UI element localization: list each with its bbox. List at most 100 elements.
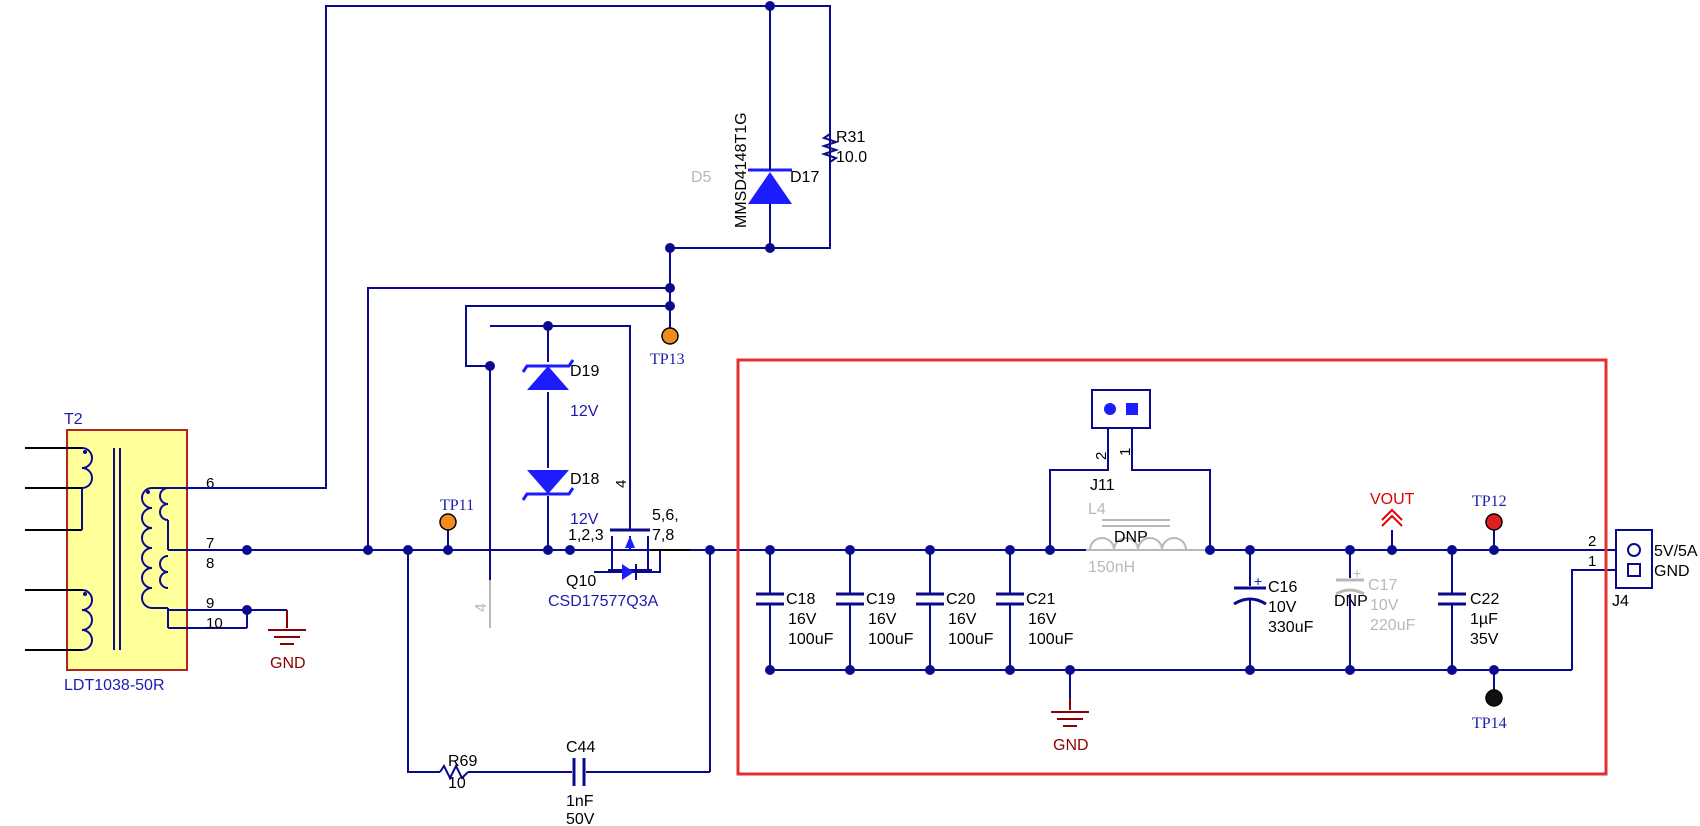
gnd-symbol-left: GND [268,610,306,672]
c17-note: DNP [1334,593,1368,610]
j4-pin-1: 1 [1588,553,1596,570]
dnp-wires: 4 [473,549,1210,628]
q10-ref: Q10 [566,573,596,590]
jumper-j11: 2 1 J11 [1090,389,1151,494]
d18-voltage: 12V [570,511,599,528]
c22-value: 1µF [1470,611,1498,628]
t2-pin-8: 8 [206,555,214,572]
t2-pin-9: 9 [206,595,214,612]
c20-voltage: 16V [948,611,977,628]
q10-source-pins: 1,2,3 [568,527,604,544]
c18-value: 100uF [788,631,834,648]
net-vout: VOUT [1370,491,1415,550]
cap-c21: C21 16V 100uF [996,550,1074,670]
d17-ref: D17 [790,169,819,186]
cap-c19: C19 16V 100uF [836,550,914,670]
tp12-label: TP12 [1472,493,1507,510]
c21-ref: C21 [1026,591,1055,608]
t2-ref: T2 [64,411,83,428]
diode-d17: D17 D5 MMSD4148T1G [691,112,819,248]
testpoint-tp12: TP12 [1472,493,1507,550]
junctions [242,1,1499,675]
j11-pin-1: 1 [1117,448,1134,456]
c19-ref: C19 [866,591,895,608]
c44-voltage: 50V [566,811,595,826]
c22-voltage: 35V [1470,631,1499,648]
j4-label-top: 5V/5A [1654,543,1698,560]
c21-voltage: 16V [1028,611,1057,628]
q10-gate-pin: 4 [613,480,630,488]
t2-pin-6: 6 [206,475,214,492]
resistor-r31: R31 10.0 [820,120,867,166]
gnd-label-right: GND [1053,737,1089,754]
cap-c16: + C16 10V 330uF [1233,550,1314,670]
c20-ref: C20 [946,591,975,608]
j11-ref: J11 [1090,477,1115,494]
c16-ref: C16 [1268,579,1297,596]
c44-ref: C44 [566,739,595,756]
q10-part: CSD17577Q3A [548,593,659,610]
cap-c18: C18 16V 100uF [756,550,834,670]
l4-ref: L4 [1088,501,1106,518]
tp14-label: TP14 [1472,715,1507,732]
c19-voltage: 16V [868,611,897,628]
q10-drain-pins: 5,6, [652,507,679,524]
c16-plus: + [1254,573,1262,589]
d17-part: MMSD4148T1G [733,112,750,228]
c17-value: 220uF [1370,617,1416,634]
c17-voltage: 10V [1370,597,1399,614]
j4-pin-2: 2 [1588,533,1596,550]
t2-part: LDT1038-50R [64,677,165,694]
c22-ref: C22 [1470,591,1499,608]
l4-value: 150nH [1088,559,1135,576]
wires [168,5,1616,773]
cap-c22: C22 1µF 35V [1438,550,1499,670]
c20-value: 100uF [948,631,994,648]
zener-d19: D19 12V [521,359,599,420]
j4-label-bottom: GND [1654,563,1690,580]
c16-voltage: 10V [1268,599,1297,616]
cap-c44: C44 1nF 50V [566,739,595,826]
d5-ref: D5 [691,169,712,186]
c17-plus: + [1353,565,1361,581]
r31-ref: R31 [836,129,865,146]
c16-value: 330uF [1268,619,1314,636]
grey-pin-4: 4 [473,603,490,612]
zener-d18: D18 12V [521,470,599,528]
d18-ref: D18 [570,471,599,488]
tp13-label: TP13 [650,351,685,368]
c17-ref: C17 [1368,577,1397,594]
j11-pin-2: 2 [1093,452,1110,460]
c18-ref: C18 [786,591,815,608]
r31-value: 10.0 [836,149,867,166]
transformer-t2: T2 LDT1038-50R 6 7 8 9 10 [25,411,247,694]
c19-value: 100uF [868,631,914,648]
d19-ref: D19 [570,363,599,380]
testpoint-tp13: TP13 [650,306,685,368]
cap-c17: + C17 DNP 10V 220uF [1334,550,1416,670]
gnd-label-left: GND [270,655,306,672]
mosfet-q10: 4 5,6, 7,8 1,2,3 Q10 CSD17577Q3A [548,480,690,610]
testpoint-tp11: TP11 [439,497,474,550]
cap-c20: C20 16V 100uF [916,550,994,670]
r69-value: 10 [448,775,466,792]
gnd-symbol-right: GND [1051,698,1089,754]
t2-pin-10: 10 [206,615,223,632]
d19-voltage: 12V [570,403,599,420]
l4-note: DNP [1114,529,1148,546]
c21-value: 100uF [1028,631,1074,648]
j4-ref: J4 [1612,593,1629,610]
t2-pin-7: 7 [206,535,214,552]
c18-voltage: 16V [788,611,817,628]
connector-j4: 2 1 5V/5A GND J4 [1588,529,1698,610]
tp11-label: TP11 [440,497,474,514]
highlight-box [736,358,1608,776]
c44-value: 1nF [566,793,594,810]
r69-ref: R69 [448,753,477,770]
q10-drain-pins-2: 7,8 [652,527,674,544]
resistor-r69: R69 10 [439,753,477,792]
testpoint-tp14: TP14 [1472,670,1507,732]
vout-label: VOUT [1370,491,1415,508]
inductor-l4: L4 DNP 150nH [1088,501,1187,576]
